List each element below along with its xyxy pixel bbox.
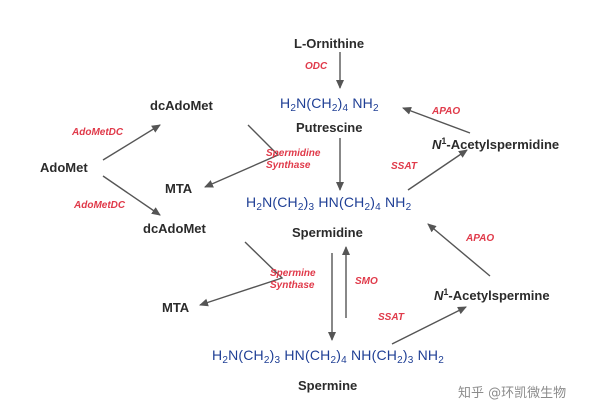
enzyme-odc: ODC [305, 61, 328, 72]
compound-n1-acetylspermidine: N1-Acetylspermidine [432, 136, 559, 152]
arrow-dcadomet-to-mta-bottom [199, 241, 284, 307]
formula-subscript: 2 [405, 202, 412, 213]
formula-spermidine: H2N(CH2)3 HN(CH2)4 NH2 [246, 194, 411, 213]
formula-subscript: 3 [308, 202, 315, 213]
compound-mta-bottom: MTA [162, 300, 190, 315]
acetylspermidine-prefix: N [432, 137, 442, 152]
compound-putrescine: Putrescine [296, 120, 363, 135]
formula-subscript: 2 [297, 202, 304, 213]
formula-text: ) [337, 95, 343, 111]
formula-subscript: 3 [407, 355, 414, 366]
enzyme-apao-bottom: APAO [466, 233, 495, 244]
formula-subscript: 2 [364, 202, 371, 213]
formula-spermine: H2N(CH2)3 HN(CH2)4 NH(CH2)3 NH2 [212, 347, 444, 366]
acetylspermine-superscript: 1 [443, 287, 449, 297]
formula-subscript: 2 [438, 355, 444, 366]
arrow-adomet-to-dcadomet-bottom [102, 175, 161, 216]
formula-text: NH [348, 95, 373, 111]
arrow-acetylspermine-to-spermidine [427, 223, 491, 277]
formula-subscript: 2 [373, 103, 379, 114]
formula-text: N(CH [296, 95, 332, 111]
watermark: 知乎 @环凯微生物 [458, 386, 567, 401]
formula-subscript: 2 [397, 355, 403, 366]
formula-putrescine: H2N(CH2)4 NH2 [280, 95, 379, 114]
formula-text: H [246, 194, 257, 210]
formula-text: NH [380, 194, 406, 210]
formula-text: HN(CH [280, 347, 331, 363]
formula-subscript: 4 [341, 355, 347, 366]
arrow-spermidine-to-acetylspermidine [407, 149, 468, 191]
formula-subscript: 4 [342, 103, 349, 114]
formula-subscript: 2 [256, 202, 263, 213]
acetylspermidine-rest: -Acetylspermidine [446, 137, 560, 152]
enzyme-ssat-top: SSAT [391, 161, 417, 172]
enzyme-adometdc-bottom: AdoMetDC [74, 200, 126, 211]
compound-n1-acetylspermine: N1-Acetylspermine [434, 287, 550, 303]
compound-spermidine: Spermidine [292, 225, 363, 240]
compound-dcadomet-top: dcAdoMet [150, 98, 213, 113]
acetylspermine-prefix: N [434, 288, 444, 303]
arrow-adomet-to-dcadomet-top [102, 124, 161, 161]
formula-text: N(CH [228, 347, 264, 363]
arrow-spermine-to-acetylspermine [391, 306, 467, 345]
formula-text: ) [370, 194, 376, 210]
compound-adomet: AdoMet [40, 160, 88, 175]
compound-ornithine: L-Ornithine [294, 36, 365, 51]
formula-text: N(CH [262, 194, 298, 210]
enzyme-adometdc-top: AdoMetDC [72, 127, 124, 138]
formula-text: ) [402, 347, 408, 363]
compound-mta-top: MTA [165, 181, 193, 196]
formula-subscript: 2 [290, 103, 297, 114]
compound-dcadomet-bottom: dcAdoMet [143, 221, 206, 236]
spermidine-synthase-line1: Spermidine [266, 148, 321, 159]
formula-text: ) [303, 194, 309, 210]
spermidine-synthase-line2: Synthase [266, 160, 311, 171]
spermine-synthase-line1: Spermine [270, 268, 316, 279]
arrow-acetylspermidine-to-putrescine [402, 107, 471, 134]
acetylspermine-rest: -Acetylspermine [448, 288, 550, 303]
formula-text: H [212, 347, 223, 363]
formula-text: ) [269, 347, 275, 363]
formula-subscript: 3 [274, 355, 281, 366]
formula-text: HN(CH [314, 194, 365, 210]
enzyme-ssat-bottom: SSAT [378, 312, 404, 323]
formula-text: NH [413, 347, 439, 363]
formula-subscript: 2 [330, 355, 337, 366]
formula-text: ) [336, 347, 342, 363]
formula-subscript: 2 [222, 355, 229, 366]
formula-text: H [280, 95, 291, 111]
enzyme-smo: SMO [355, 276, 378, 287]
acetylspermidine-superscript: 1 [441, 136, 447, 146]
formula-subscript: 2 [263, 355, 270, 366]
formula-subscript: 2 [331, 103, 338, 114]
formula-subscript: 4 [375, 202, 381, 213]
formula-text: NH(CH [346, 347, 398, 363]
compound-spermine: Spermine [298, 378, 358, 393]
spermine-synthase-line2: Synthase [270, 280, 315, 291]
arrow-dcadomet-to-mta-top [204, 124, 280, 188]
enzyme-apao-top: APAO [432, 106, 461, 117]
